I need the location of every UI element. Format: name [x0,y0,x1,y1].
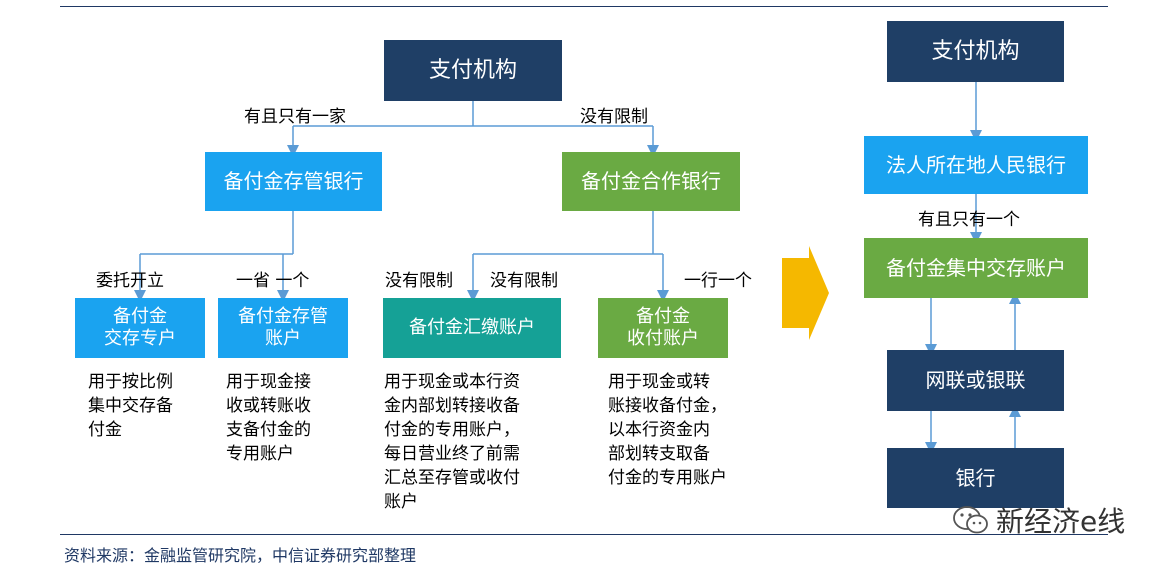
edge-label-one-province: 一省 一个 [236,271,310,291]
watermark-text: 新经济e线 [996,505,1126,538]
source-note: 资料来源：金融监管研究院，中信证券研究部整理 [64,546,417,565]
bank-label: 银行 [955,465,996,490]
account-box-deposit: 备付金 交存专户 [75,298,205,358]
coop-bank-label: 备付金合作银行 [581,169,721,193]
custody-bank-label: 备付金存管银行 [223,169,364,193]
watermark: 新经济e线 [952,500,1125,540]
left-payment-institution-label: 支付机构 [428,57,517,83]
only-one-label: 有且只有一个 [918,210,1020,230]
branch-left-label: 有且只有一家 [244,107,346,127]
account-desc-custody: 用于现金接 收或转账收 支备付金的 专用账户 [226,372,311,464]
network-box: 网联或银联 [887,350,1064,411]
account-label-collection: 备付金汇缴账户 [409,316,535,338]
edge-label-one-bank: 一行一个 [684,271,752,291]
account-box-custody: 备付金存管 账户 [218,298,348,358]
left-payment-institution-box: 支付机构 [384,40,562,101]
right-payment-institution-label: 支付机构 [931,38,1020,64]
coop-bank-box: 备付金合作银行 [562,152,740,211]
bottom-rule [60,534,1108,535]
account-box-payment: 备付金 收付账户 [598,298,728,358]
central-account-box: 备付金集中交存账户 [864,238,1088,298]
account-desc-collection: 用于现金或本行资 金内部划转接收备 付金的专用账户， 每日营业终了前需 汇总至存… [384,372,520,512]
pboc-box: 法人所在地人民银行 [864,136,1088,194]
top-rule [60,6,1108,7]
branch-right-label: 没有限制 [580,107,648,127]
account-label-custody: 备付金存管 账户 [238,305,328,350]
network-label: 网联或银联 [925,368,1026,392]
pboc-label: 法人所在地人民银行 [886,152,1066,177]
central-account-label: 备付金集中交存账户 [886,255,1066,280]
edge-label-no-limit-1: 没有限制 [385,271,453,291]
wechat-icon [953,506,988,534]
bank-box: 银行 [887,448,1064,508]
edge-label-no-limit-2: 没有限制 [490,271,558,291]
account-label-deposit: 备付金 交存专户 [104,305,176,350]
custody-bank-box: 备付金存管银行 [205,152,382,211]
account-label-payment: 备付金 收付账户 [627,305,699,350]
account-desc-deposit: 用于按比例 集中交存备 付金 [88,372,173,440]
right-arrow-icon [782,246,829,340]
edge-label-entrust: 委托开立 [96,271,164,291]
account-box-collection: 备付金汇缴账户 [383,298,561,358]
right-payment-institution-box: 支付机构 [887,21,1064,82]
account-desc-payment: 用于现金或转 账接收备付金， 以本行资金内 部划转支取备 付金的专用账户 [608,372,727,488]
